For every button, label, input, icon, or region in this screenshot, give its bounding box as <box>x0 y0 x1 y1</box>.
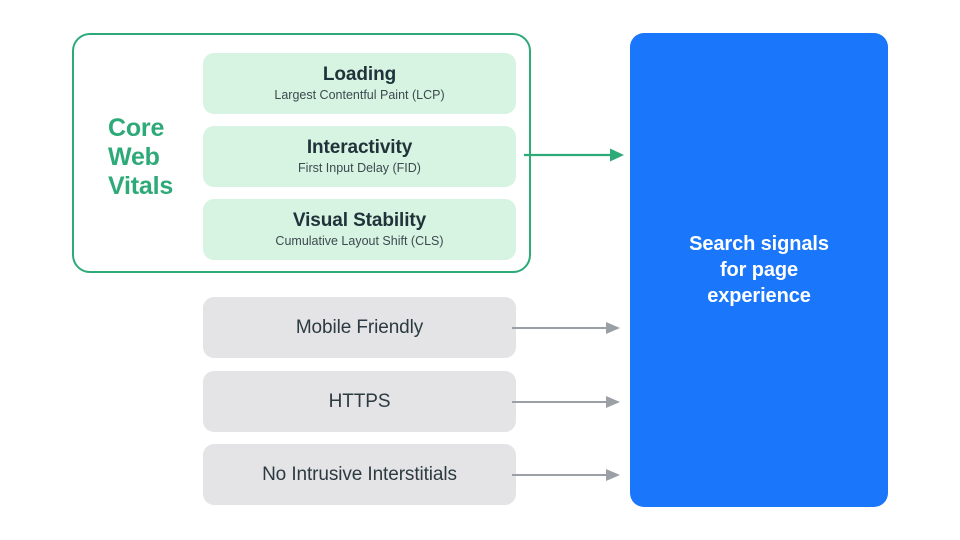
arrow-grey-https <box>512 396 620 408</box>
arrow-grey-mobile-friendly <box>512 322 620 334</box>
metric-card-visual-stability[interactable]: Visual Stability Cumulative Layout Shift… <box>203 199 516 260</box>
signal-box-no-intrusive-interstitials[interactable]: No Intrusive Interstitials <box>203 444 516 505</box>
arrow-green-core-web-vitals <box>524 148 624 162</box>
arrow-grey-no-intrusive-interstitials <box>512 469 620 481</box>
signal-box-label: HTTPS <box>328 391 391 412</box>
core-web-vitals-group-label: Core Web Vitals <box>108 114 174 200</box>
signal-box-label: Mobile Friendly <box>295 317 424 338</box>
metric-card-interactivity[interactable]: Interactivity First Input Delay (FID) <box>203 126 516 187</box>
metric-card-title: Interactivity <box>306 137 413 158</box>
outcome-panel-label: Search signals for page experience <box>689 233 829 307</box>
signal-box-https[interactable]: HTTPS <box>203 371 516 432</box>
metric-card-loading[interactable]: Loading Largest Contentful Paint (LCP) <box>203 53 516 114</box>
metric-card-title: Visual Stability <box>292 210 427 231</box>
metric-card-subtitle: Cumulative Layout Shift (CLS) <box>275 234 444 248</box>
signal-box-mobile-friendly[interactable]: Mobile Friendly <box>203 297 516 358</box>
metric-card-subtitle: Largest Contentful Paint (LCP) <box>274 88 445 102</box>
outcome-panel-search-signals: Search signals for page experience <box>630 33 888 507</box>
metric-card-subtitle: First Input Delay (FID) <box>298 161 421 175</box>
metric-card-title: Loading <box>322 64 397 85</box>
signal-box-label: No Intrusive Interstitials <box>262 464 457 485</box>
